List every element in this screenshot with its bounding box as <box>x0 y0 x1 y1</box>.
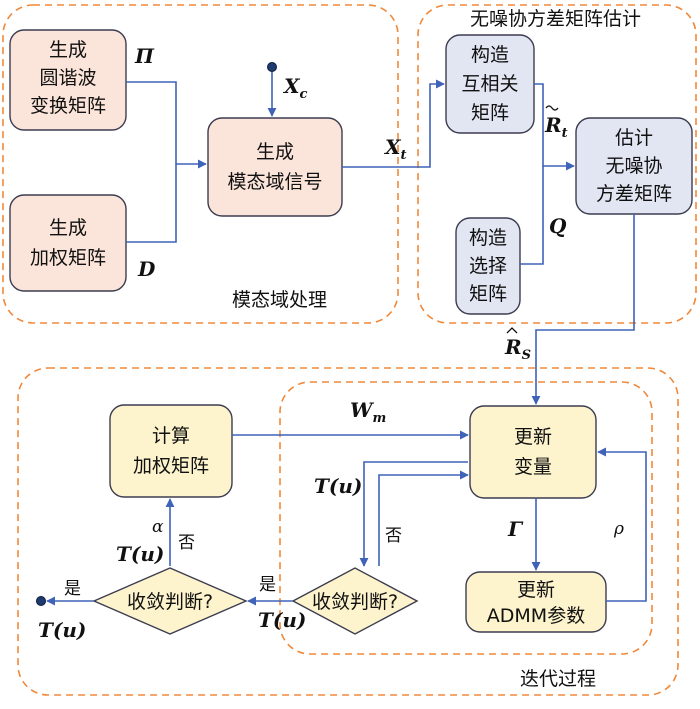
region-title-noise-free: 无噪协方差矩阵估计 <box>470 8 641 30</box>
box-weight-gen-line-2: 加权矩阵 <box>30 247 106 269</box>
label-rt: Rt <box>544 113 568 141</box>
label-tu-outer-no: T(u) <box>116 542 164 566</box>
arrow-inner-no-loop <box>378 470 469 566</box>
box-construct-cross-correlation: 构造 互相关 矩阵 <box>445 34 535 134</box>
decision-outer-label: 收敛判断? <box>127 591 213 613</box>
label-yes-outer: 是 <box>64 579 81 599</box>
box-weight-gen-line-1: 生成 <box>49 217 87 239</box>
region-title-iteration: 迭代过程 <box>520 668 596 690</box>
arrow-cross-corr-to-estimate <box>534 83 575 171</box>
box-selection-line-1: 构造 <box>469 227 507 249</box>
label-gamma: Γ <box>507 517 524 541</box>
arrow-selection-to-estimate <box>520 166 544 265</box>
region-noise-free <box>417 4 697 324</box>
label-rho: ρ <box>613 519 624 539</box>
box-update-variables: 更新 变量 <box>469 405 597 499</box>
arrow-to-inner-decision <box>359 461 468 567</box>
label-tu-inner-yes: T(u) <box>258 608 306 632</box>
label-wm: Wm <box>350 398 386 426</box>
label-xc: Xc <box>282 74 308 102</box>
region-modal-domain <box>2 4 399 324</box>
label-rs: RS <box>504 335 531 363</box>
region-title-modal-domain: 模态域处理 <box>232 289 327 311</box>
box-estimate-line-1: 估计 <box>615 127 653 149</box>
xc-source-dot <box>267 62 277 72</box>
label-pi: Π <box>134 44 155 68</box>
box-generate-harmonic-matrix: 生成 圆谐波 变换矩阵 <box>9 29 127 131</box>
box-admm-line-1: 更新 <box>517 579 555 601</box>
output-dot <box>36 596 46 606</box>
box-selection-line-2: 选择 <box>469 255 507 277</box>
arrow-pi-to-signal <box>126 81 207 169</box>
label-alpha: α <box>152 517 164 537</box>
box-modal-signal-line-2: 模态域信号 <box>227 171 322 193</box>
region-iteration-inner <box>279 381 653 655</box>
label-q: Q <box>549 214 567 238</box>
box-cross-corr-line-2: 互相关 <box>461 73 518 95</box>
label-no-inner: 否 <box>385 526 402 546</box>
box-harmonic-line-3: 变换矩阵 <box>30 95 106 117</box>
box-cross-corr-line-3: 矩阵 <box>471 102 509 124</box>
decision-inner-convergence: 收敛判断? <box>291 567 419 635</box>
arrow-d-to-signal <box>126 164 177 243</box>
box-estimate-line-3: 方差矩阵 <box>596 183 672 205</box>
box-calculate-weight-matrix: 计算 加权矩阵 <box>109 404 233 498</box>
box-estimate-line-2: 无噪协 <box>605 155 662 177</box>
box-calc-weight-line-2: 加权矩阵 <box>133 455 209 477</box>
box-update-admm-parameters: 更新 ADMM参数 <box>465 571 607 633</box>
box-update-var-line-2: 变量 <box>514 456 552 478</box>
decision-inner-label: 收敛判断? <box>312 591 398 613</box>
box-update-var-line-1: 更新 <box>514 426 552 448</box>
box-estimate-noise-free-covariance: 估计 无噪协 方差矩阵 <box>575 117 693 215</box>
box-selection-line-3: 矩阵 <box>469 283 507 305</box>
box-modal-signal-line-1: 生成 <box>256 141 294 163</box>
box-calc-weight-line-1: 计算 <box>152 425 190 447</box>
region-iteration-outer <box>17 367 679 696</box>
box-harmonic-line-1: 生成 <box>49 39 87 61</box>
label-no-outer: 否 <box>178 533 195 553</box>
arrow-xt-to-cross-corr <box>342 79 445 168</box>
label-yes-inner: 是 <box>259 575 276 595</box>
box-generate-modal-signal: 生成 模态域信号 <box>207 117 343 217</box>
arrow-rs-to-update <box>531 214 635 405</box>
box-cross-corr-line-1: 构造 <box>471 44 509 66</box>
box-admm-line-2: ADMM参数 <box>487 605 585 627</box>
box-harmonic-line-2: 圆谐波 <box>39 67 96 89</box>
box-generate-weight-matrix: 生成 加权矩阵 <box>9 194 127 292</box>
arrow-rho-feedback <box>597 447 647 602</box>
label-tu-inner-loop: T(u) <box>314 474 362 498</box>
decision-outer-convergence: 收敛判断? <box>92 567 248 635</box>
label-tu-output: T(u) <box>38 618 86 642</box>
label-rs-hat <box>506 327 518 334</box>
label-xt: Xt <box>383 135 407 163</box>
label-rt-tilde <box>545 105 559 111</box>
box-construct-selection-matrix: 构造 选择 矩阵 <box>455 217 521 315</box>
label-d: D <box>137 257 156 281</box>
